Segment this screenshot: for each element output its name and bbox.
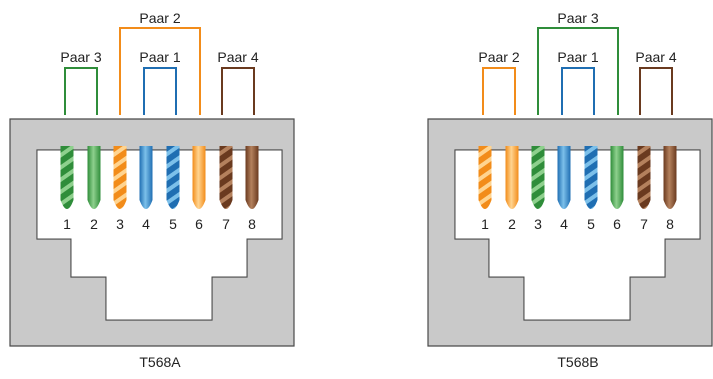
pin-conductor (610, 146, 624, 209)
pair-label: Paar 2 (478, 49, 519, 65)
pin-conductor (219, 146, 233, 209)
pin-conductor (505, 146, 519, 209)
pin-conductor (584, 146, 598, 209)
pair-bracket (561, 67, 595, 115)
pair-bracket (537, 27, 619, 115)
pin-conductor (663, 146, 677, 209)
pair-brackets (482, 27, 673, 115)
pin-number: 6 (195, 216, 203, 232)
pin-conductor (637, 146, 651, 209)
pin-number: 3 (116, 216, 124, 232)
pin-number: 3 (534, 216, 542, 232)
pair-label: Paar 3 (557, 10, 598, 26)
pin-conductor (531, 146, 545, 209)
pin-numbers: 1 2 3 4 5 6 7 8 (63, 216, 256, 232)
pair-label: Paar 4 (635, 49, 676, 65)
pair-bracket (639, 67, 673, 115)
pair-bracket (119, 27, 201, 115)
connector-t568a: Paar 2 Paar 3 Paar 1 Paar 4 1 2 3 4 5 6 … (9, 10, 295, 370)
pin-number: 8 (248, 216, 256, 232)
pin-number: 2 (508, 216, 516, 232)
pin-number: 2 (90, 216, 98, 232)
pair-bracket (482, 67, 516, 115)
pair-bracket (221, 67, 255, 115)
pin-conductor (557, 146, 571, 209)
pin-number: 8 (666, 216, 674, 232)
pin-numbers: 1 2 3 4 5 6 7 8 (481, 216, 674, 232)
pin-conductor (478, 146, 492, 209)
pin-number: 1 (63, 216, 71, 232)
pin-conductors (60, 146, 259, 209)
pair-label: Paar 3 (60, 49, 101, 65)
pin-number: 1 (481, 216, 489, 232)
pair-label: Paar 2 (139, 10, 180, 26)
pin-number: 7 (640, 216, 648, 232)
pin-conductor (113, 146, 127, 209)
pair-brackets (64, 27, 255, 115)
pin-number: 4 (560, 216, 568, 232)
standard-label: T568B (557, 354, 598, 370)
pin-conductor (192, 146, 206, 209)
standard-label: T568A (139, 354, 181, 370)
pair-label: Paar 4 (217, 49, 258, 65)
pin-conductor (87, 146, 101, 209)
pin-conductor (60, 146, 74, 209)
pair-bracket (143, 67, 177, 115)
pin-conductor (166, 146, 180, 209)
connector-t568b: Paar 3 Paar 2 Paar 1 Paar 4 1 2 3 4 5 6 … (427, 10, 713, 370)
pair-labels: Paar 2 Paar 3 Paar 1 Paar 4 (60, 10, 258, 65)
pair-bracket (64, 67, 98, 115)
pin-conductors (478, 146, 677, 209)
pin-conductor (139, 146, 153, 209)
pin-number: 7 (222, 216, 230, 232)
pair-label: Paar 1 (557, 49, 598, 65)
pin-number: 5 (587, 216, 595, 232)
pin-conductor (245, 146, 259, 209)
pin-number: 6 (613, 216, 621, 232)
pair-label: Paar 1 (139, 49, 180, 65)
pin-number: 5 (169, 216, 177, 232)
pin-number: 4 (142, 216, 150, 232)
pair-labels: Paar 3 Paar 2 Paar 1 Paar 4 (478, 10, 676, 65)
